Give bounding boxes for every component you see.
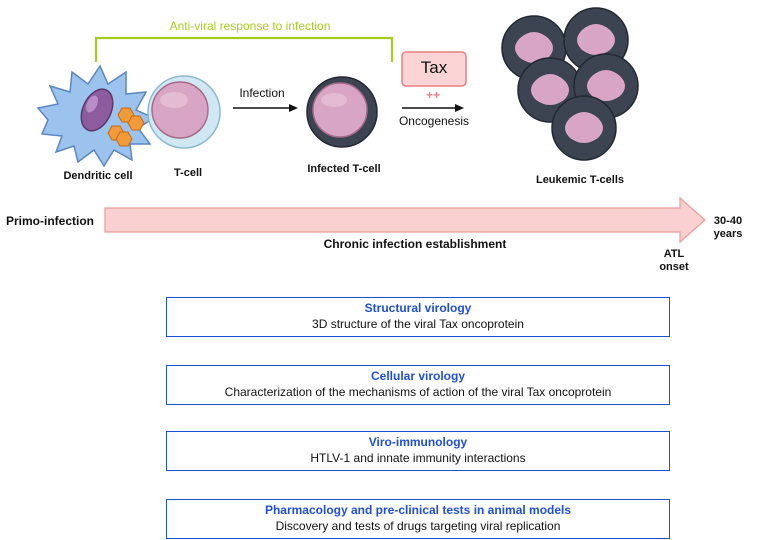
research-box-structural: Structural virology 3D structure of the … [166, 297, 670, 337]
oncogenesis-label: Oncogenesis [398, 114, 470, 128]
antiviral-bracket [94, 36, 394, 62]
research-box-title: Viro-immunology [368, 435, 468, 449]
research-box-viro-immunology: Viro-immunology HTLV-1 and innate immuni… [166, 431, 670, 471]
research-box-title: Structural virology [364, 301, 472, 315]
antiviral-label: Anti-viral response to infection [169, 19, 331, 33]
research-box-desc: Discovery and tests of drugs targeting v… [275, 519, 561, 533]
research-box-pharmacology: Pharmacology and pre-clinical tests in a… [166, 499, 670, 539]
timeline-arrow [104, 196, 706, 244]
research-box-cellular: Cellular virology Characterization of th… [166, 365, 670, 405]
research-box-desc: 3D structure of the viral Tax oncoprotei… [312, 317, 524, 331]
tax-box [401, 51, 467, 87]
research-box-title: Cellular virology [370, 369, 466, 383]
primo-infection-label: Primo-infection [6, 214, 95, 228]
chronic-infection-label: Chronic infection establishment [323, 237, 507, 251]
diagram-graphics [36, 7, 706, 244]
t-cell-icon [147, 75, 221, 149]
leukemic-t-cells-label: Leukemic T-cells [535, 174, 625, 186]
dendritic-cell-label: Dendritic cell [63, 170, 133, 182]
infected-t-cell-icon [306, 76, 378, 148]
t-cell-label: T-cell [173, 167, 203, 179]
research-box-desc: Characterization of the mechanisms of ac… [224, 385, 612, 399]
infected-t-cell-label: Infected T-cell [307, 163, 381, 175]
research-box-title: Pharmacology and pre-clinical tests in a… [264, 503, 572, 517]
tax-label: Tax [420, 58, 448, 77]
dendritic-cell-icon [36, 64, 156, 168]
years-label: 30-40 years [713, 215, 743, 240]
plusplus-label: ++ [425, 88, 440, 102]
atl-onset-label: ATL onset [659, 248, 689, 273]
research-box-desc: HTLV-1 and innate immunity interactions [310, 451, 526, 465]
leukemic-t-cells-icon [501, 7, 639, 161]
infection-label: Infection [239, 86, 285, 100]
